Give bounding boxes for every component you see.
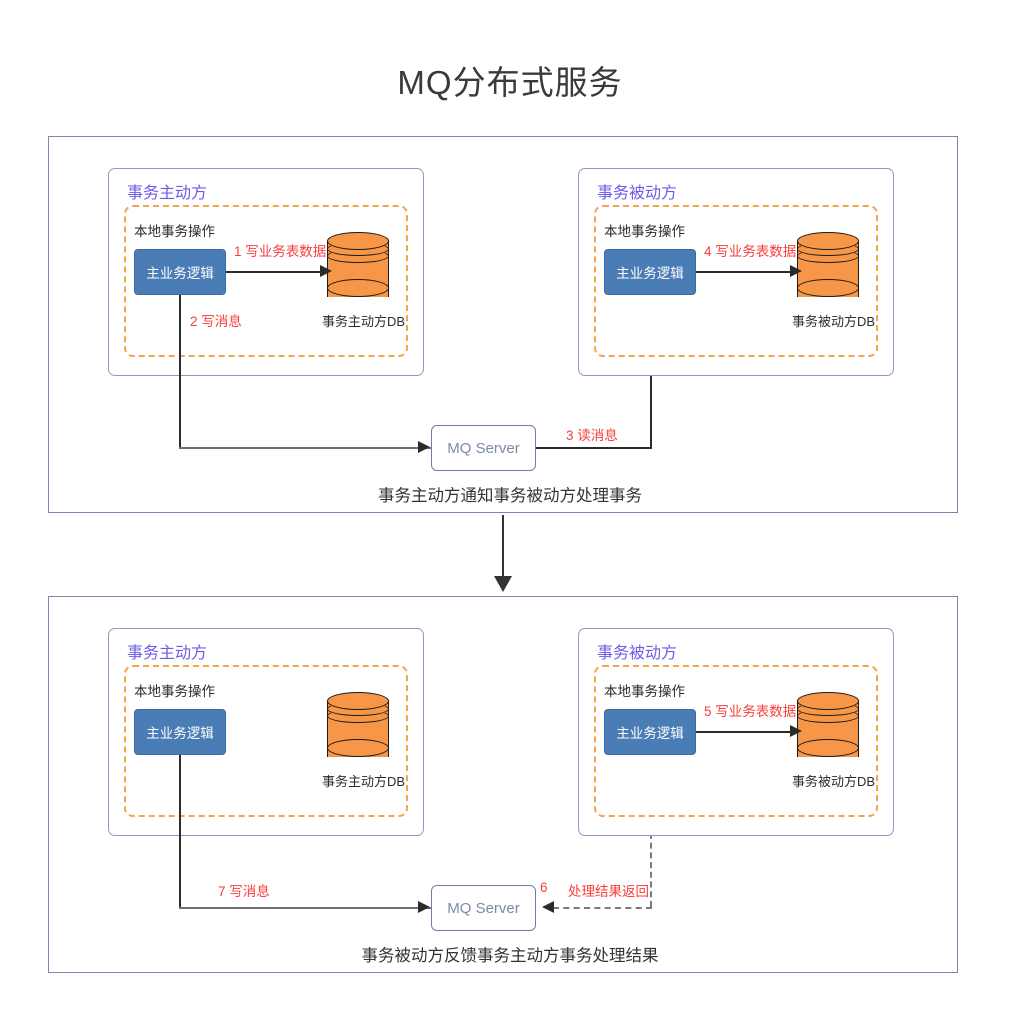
step-3-label: 3 读消息 [566, 428, 618, 443]
step-2-line-horizontal [179, 447, 431, 449]
bottom-left-local-tx-box [124, 665, 408, 817]
bottom-left-db-caption: 事务主动方DB [322, 774, 406, 789]
top-right-local-tx-label: 本地事务操作 [604, 224, 685, 239]
top-right-db: 事务被动方DB [792, 232, 876, 330]
step-1-label: 1 写业务表数据 [234, 244, 327, 259]
top-right-local-tx-box [594, 205, 878, 357]
party-title-active-bottom: 事务主动方 [127, 645, 208, 662]
step-1-line [226, 271, 322, 273]
bottom-left-biz-logic-box[interactable]: 主业务逻辑 [134, 709, 226, 755]
section-bottom-caption: 事务被动方反馈事务主动方事务处理结果 [361, 947, 659, 965]
step-3-line-horizontal [536, 447, 652, 449]
bottom-right-db: 事务被动方DB [792, 692, 876, 790]
step-7-arrowhead [418, 901, 430, 913]
top-left-db-caption: 事务主动方DB [322, 314, 406, 329]
step-7-line-horizontal [179, 907, 431, 909]
top-left-db: 事务主动方DB [322, 232, 406, 330]
step-3-line-vertical [650, 307, 652, 448]
top-right-biz-logic-box[interactable]: 主业务逻辑 [604, 249, 696, 295]
bottom-left-local-tx-label: 本地事务操作 [134, 684, 215, 699]
bottom-right-local-tx-label: 本地事务操作 [604, 684, 685, 699]
bottom-left-db: 事务主动方DB [322, 692, 406, 790]
step-6-number-label: 6 [540, 880, 548, 895]
top-right-db-caption: 事务被动方DB [792, 314, 876, 329]
step-6-dashed-horizontal [553, 907, 652, 909]
step-1-arrowhead [320, 265, 332, 277]
party-title-passive-bottom: 事务被动方 [597, 645, 678, 662]
database-icon [327, 232, 389, 304]
database-icon [327, 692, 389, 764]
step-7-label: 7 写消息 [218, 884, 270, 899]
step-7-line-vertical [179, 755, 181, 908]
party-title-active-top: 事务主动方 [127, 185, 208, 202]
step-5-line [696, 731, 792, 733]
section-connector-line [502, 515, 505, 577]
party-title-passive-top: 事务被动方 [597, 185, 678, 202]
step-5-arrowhead [790, 725, 802, 737]
step-4-line [696, 271, 792, 273]
bottom-right-local-tx-box [594, 665, 878, 817]
step-5-label: 5 写业务表数据 [704, 704, 797, 719]
section-connector-arrowhead [494, 576, 512, 592]
mq-server-box-top[interactable]: MQ Server [431, 425, 536, 471]
step-2-line-vertical [179, 295, 181, 448]
section-bottom-frame [48, 596, 958, 973]
step-2-arrowhead [418, 441, 430, 453]
database-icon [797, 232, 859, 304]
section-top-caption: 事务主动方通知事务被动方处理事务 [378, 487, 642, 505]
bottom-right-biz-logic-box[interactable]: 主业务逻辑 [604, 709, 696, 755]
database-icon [797, 692, 859, 764]
step-2-label: 2 写消息 [190, 314, 242, 329]
top-left-local-tx-label: 本地事务操作 [134, 224, 215, 239]
mq-server-box-bottom[interactable]: MQ Server [431, 885, 536, 931]
step-4-arrowhead [790, 265, 802, 277]
page-title: MQ分布式服务 [397, 64, 623, 101]
step-4-label: 4 写业务表数据 [704, 244, 797, 259]
top-left-local-tx-box [124, 205, 408, 357]
section-top-frame [48, 136, 958, 513]
top-left-biz-logic-box[interactable]: 主业务逻辑 [134, 249, 226, 295]
bottom-right-db-caption: 事务被动方DB [792, 774, 876, 789]
step-6-arrowhead [542, 901, 554, 913]
step-6-text-label: 处理结果返回 [568, 884, 649, 899]
